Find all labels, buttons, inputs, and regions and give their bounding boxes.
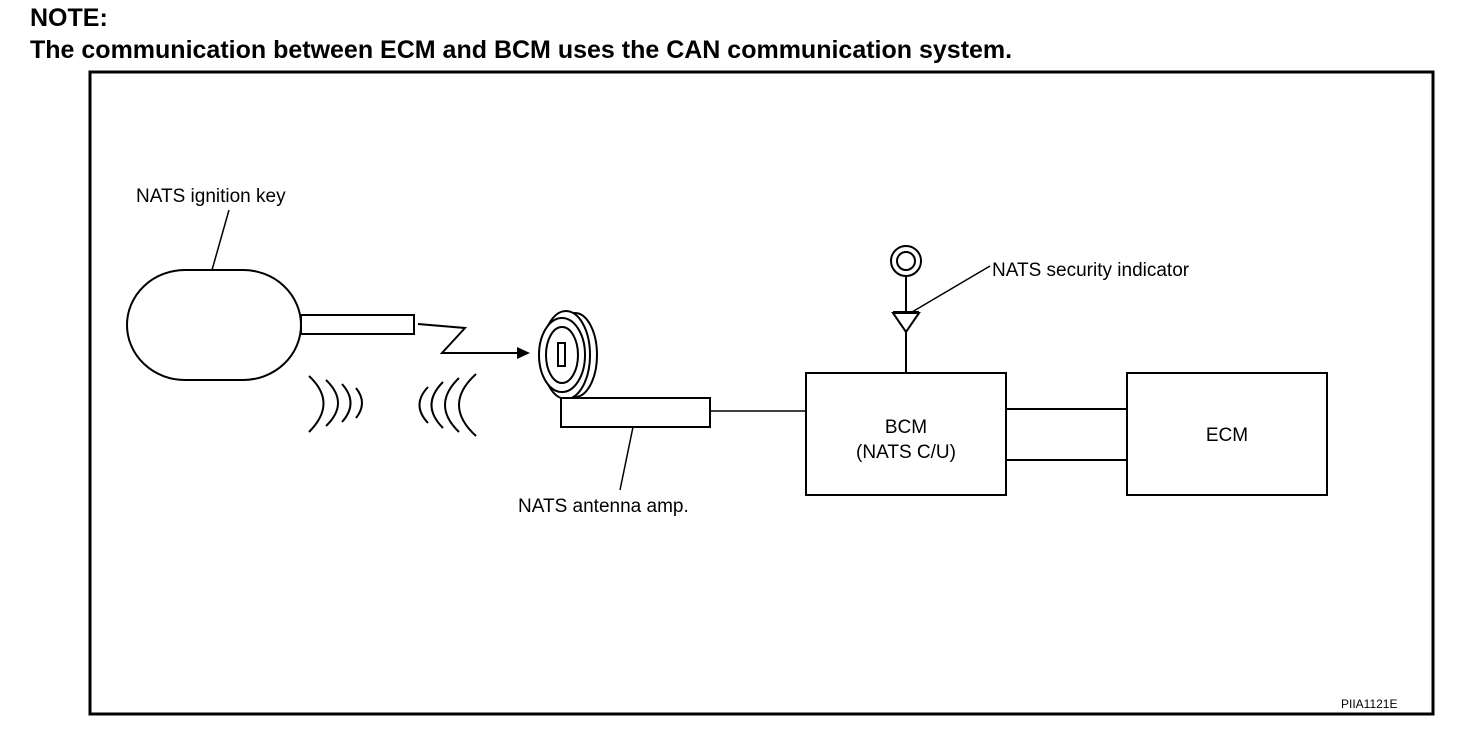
ignition-key-leader-line [211, 209, 230, 271]
note-heading: NOTE: [30, 4, 108, 32]
bcm-box [805, 372, 1007, 496]
security-indicator-lamp-icon [890, 245, 922, 277]
security-indicator-leader-line [911, 265, 991, 313]
security-indicator-label: NATS security indicator [992, 260, 1190, 281]
wireless-signal-arrow-icon [417, 323, 530, 359]
bcm-label: BCM [885, 417, 927, 438]
antenna-amp-box [560, 397, 711, 428]
note-text: The communication between ECM and BCM us… [30, 36, 1013, 64]
figure-code: PIIA1121E [1341, 697, 1397, 711]
diagram-frame [88, 70, 1435, 716]
key-cylinder-icon [538, 310, 598, 400]
antenna-amp-label: NATS antenna amp. [518, 496, 689, 517]
radio-waves-left-icon [308, 375, 363, 433]
antenna-amp-leader-line [619, 426, 634, 491]
ecm-box [1126, 372, 1328, 496]
diode-icon [891, 276, 921, 373]
ignition-key-label: NATS ignition key [136, 186, 286, 207]
ecm-label: ECM [1206, 425, 1248, 446]
bcm-sublabel: (NATS C/U) [856, 442, 956, 463]
ignition-key-icon [126, 269, 415, 381]
radio-waves-right-icon [418, 373, 477, 437]
